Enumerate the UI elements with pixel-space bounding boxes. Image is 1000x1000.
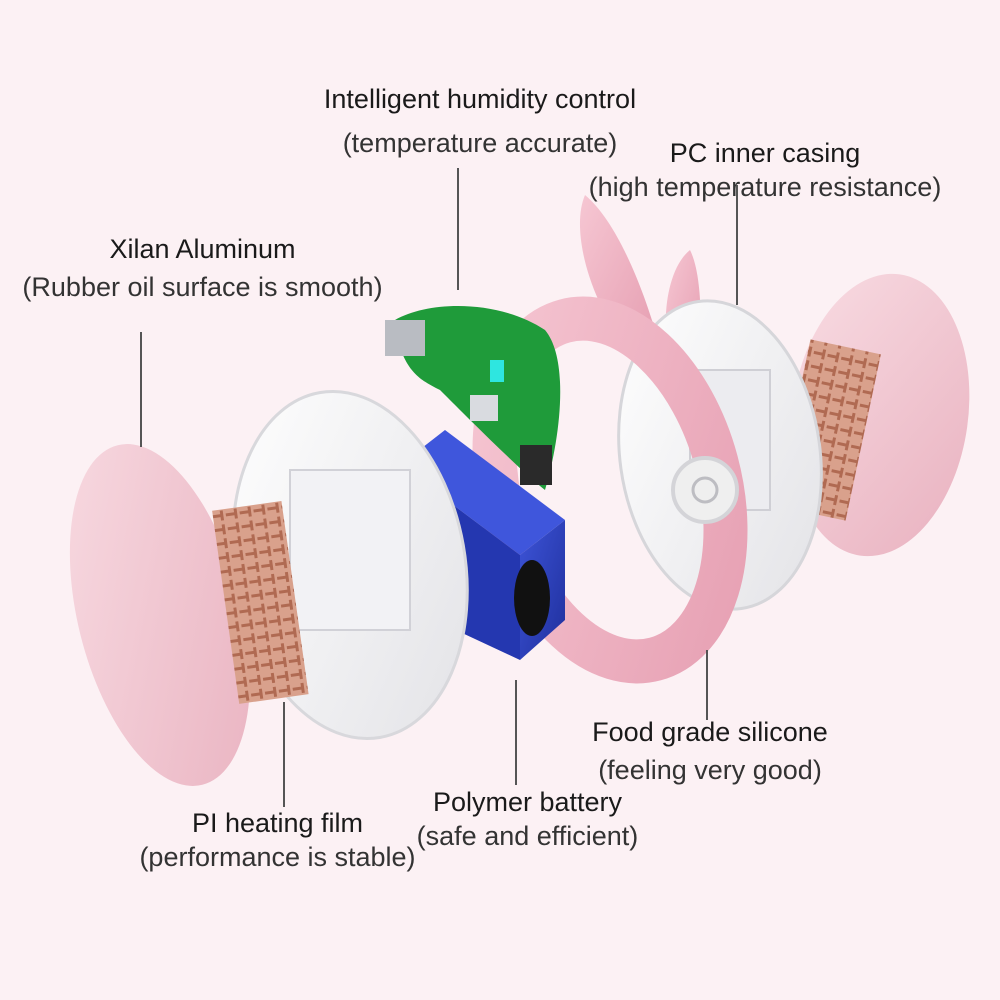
pcb-board [385, 306, 561, 490]
humidity-label: Intelligent humidity control (temperatur… [280, 82, 680, 160]
battery-leader-line [515, 680, 517, 785]
pi-heating-film [212, 501, 309, 704]
aluminum-label: Xilan Aluminum (Rubber oil surface is sm… [0, 232, 405, 304]
pc-casing-subtitle: (high temperature resistance) [588, 172, 942, 202]
silicone-subtitle: (feeling very good) [598, 755, 822, 785]
battery-label: Polymer battery (safe and efficient) [395, 785, 660, 853]
silicone-label: Food grade silicone (feeling very good) [560, 715, 860, 787]
power-button [671, 456, 739, 524]
pc-casing-label: PC inner casing (high temperature resist… [560, 136, 970, 204]
humidity-title: Intelligent humidity control [323, 84, 637, 114]
silicone-leader-line [706, 650, 708, 720]
heating-film-label: PI heating film (performance is stable) [115, 806, 440, 874]
humidity-leader-line [457, 168, 459, 290]
battery-title: Polymer battery [432, 787, 623, 817]
heating-film-leader-line [283, 702, 285, 807]
front-shell [69, 444, 309, 786]
pc-casing-title: PC inner casing [669, 138, 861, 168]
pc-casing-leader-line [736, 185, 738, 305]
heating-film-subtitle: (performance is stable) [139, 842, 416, 872]
aluminum-title: Xilan Aluminum [109, 234, 296, 264]
heating-film-title: PI heating film [191, 808, 364, 838]
aluminum-leader-line [140, 332, 142, 447]
silicone-title: Food grade silicone [592, 717, 828, 747]
aluminum-subtitle: (Rubber oil surface is smooth) [22, 272, 383, 302]
humidity-subtitle: (temperature accurate) [342, 128, 618, 158]
battery-subtitle: (safe and efficient) [416, 821, 639, 851]
